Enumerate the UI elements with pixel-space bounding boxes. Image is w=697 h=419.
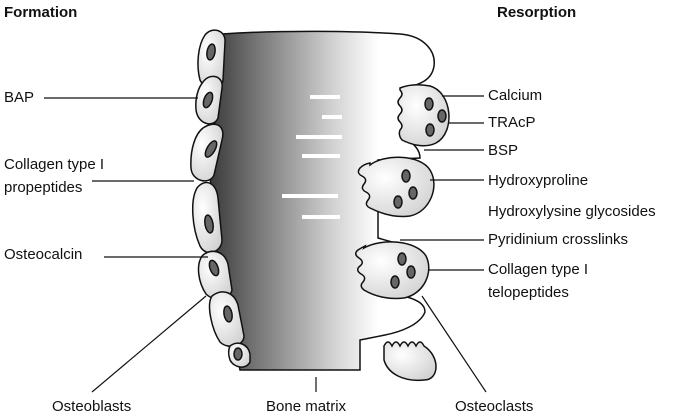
osteoblast-nucleus [204, 214, 214, 234]
osteoblast-nucleus [208, 259, 220, 277]
label-bap: BAP [4, 89, 35, 106]
formation-heading: Formation [4, 4, 78, 21]
label-osteoclasts: Osteoclasts [455, 398, 534, 415]
label-tracp: TRAcP [488, 114, 536, 131]
label-telopeptides-line2: telopeptides [488, 284, 569, 301]
osteoclast-nucleus [424, 97, 434, 111]
osteoblast-nucleus [233, 347, 243, 361]
osteoclast-nucleus [408, 186, 418, 200]
label-osteocalcin: Osteocalcin [4, 246, 83, 263]
label-bone-matrix: Bone matrix [266, 398, 347, 415]
label-hydroxylysine: Hydroxylysine glycosides [488, 203, 656, 220]
label-pyridinium: Pyridinium crosslinks [488, 231, 629, 248]
osteoclast-nucleus [393, 195, 403, 209]
osteoclast-nucleus [406, 265, 416, 279]
osteoclast-nucleus [437, 109, 447, 123]
osteoclast-nucleus [425, 123, 435, 137]
osteoblast-nucleus [204, 140, 218, 158]
label-osteoblasts: Osteoblasts [52, 398, 132, 415]
label-telopeptides-line1: Collagen type I [488, 261, 589, 278]
osteoclast-cell [355, 241, 430, 300]
label-bsp: BSP [488, 142, 519, 159]
label-collagen-line1: Collagen type I [4, 156, 105, 173]
label-calcium: Calcium [488, 87, 543, 104]
label-collagen-line2: propeptides [4, 179, 83, 196]
mineral-streaks [282, 95, 342, 219]
osteoblast-nucleus [202, 91, 214, 109]
osteoclast-cell-detached [383, 341, 437, 382]
osteoclast-nucleus [397, 252, 407, 266]
osteoblast-cells [190, 29, 251, 368]
resorption-heading: Resorption [497, 4, 577, 21]
osteoclast-cell [357, 156, 435, 218]
label-hydroxyproline: Hydroxyproline [488, 172, 589, 189]
leader-lines [44, 95, 487, 393]
osteoclast-cell [397, 83, 450, 147]
osteoblast-nucleus [223, 305, 233, 323]
osteoclast-nucleus [401, 169, 411, 183]
osteoblast-nucleus [206, 43, 216, 61]
osteoclast-cells [355, 83, 450, 382]
osteoclast-nucleus [390, 275, 400, 289]
